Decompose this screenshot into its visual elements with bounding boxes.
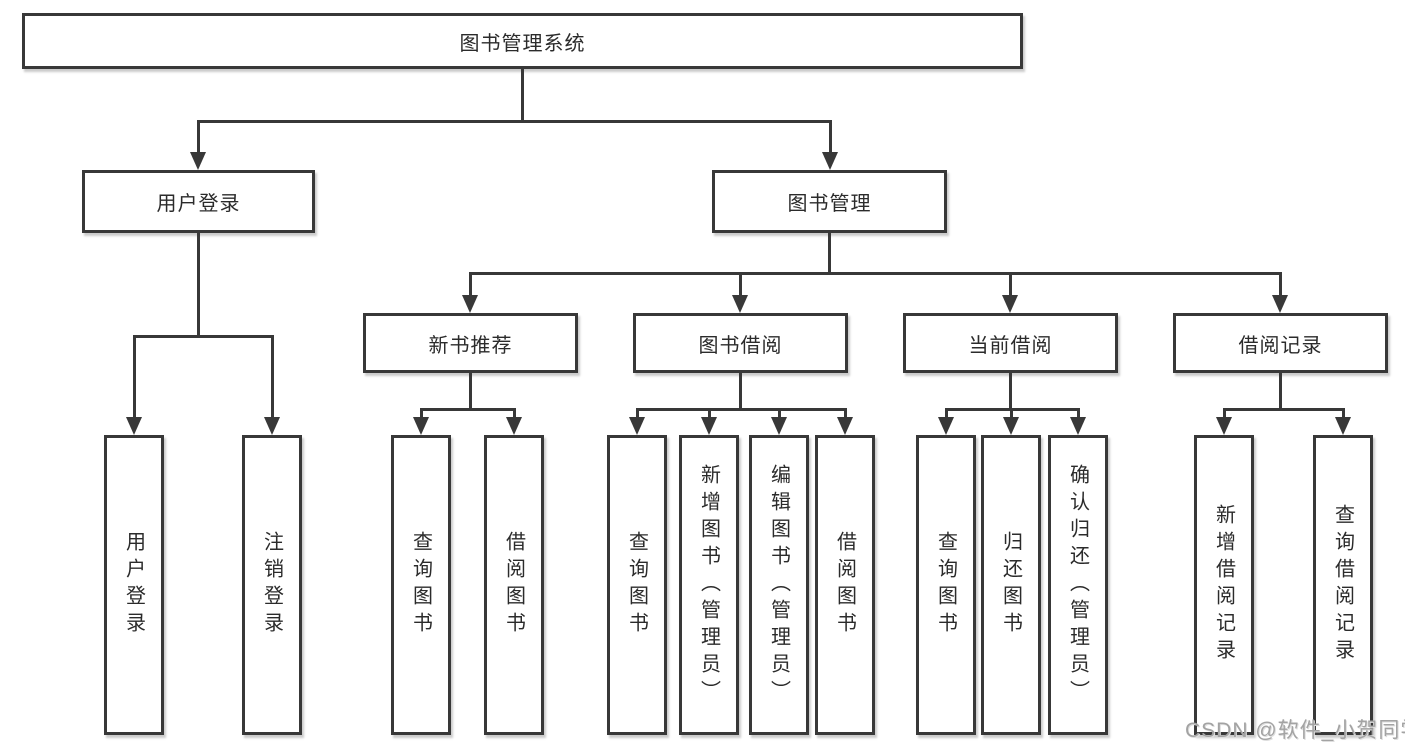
connector-line (1077, 408, 1080, 417)
connector-line (708, 408, 711, 417)
connector-line (636, 408, 639, 417)
connector-line (1279, 373, 1282, 408)
connector-line (739, 272, 742, 296)
arrowhead-down-icon (126, 417, 142, 435)
arrowhead-down-icon (732, 295, 748, 313)
connector-line (133, 335, 274, 338)
leaf-recommend-query-books: 查询图书 (391, 435, 451, 735)
connector-line (829, 120, 832, 153)
leaf-records-query-record: 查询借阅记录 (1313, 435, 1373, 735)
arrowhead-down-icon (190, 152, 206, 170)
node-new-book-recommend: 新书推荐 (363, 313, 578, 373)
arrowhead-down-icon (1002, 295, 1018, 313)
connector-line (469, 373, 472, 408)
connector-line (420, 408, 516, 411)
connector-line (1342, 408, 1345, 417)
connector-line (197, 120, 832, 123)
leaf-current-confirm-return-admin: 确认归还（管理员） (1048, 435, 1108, 735)
arrowhead-down-icon (1335, 417, 1351, 435)
arrowhead-down-icon (701, 417, 717, 435)
node-user-login: 用户登录 (82, 170, 315, 233)
csdn-watermark: CSDN @软件_小贺同学 (1185, 719, 1405, 742)
arrowhead-down-icon (1003, 417, 1019, 435)
connector-line (420, 408, 423, 417)
arrowhead-down-icon (264, 417, 280, 435)
connector-line (945, 408, 948, 417)
leaf-recommend-borrow-books: 借阅图书 (484, 435, 544, 735)
connector-line (778, 408, 781, 417)
leaf-borrow-borrow-books: 借阅图书 (815, 435, 875, 735)
node-book-management: 图书管理 (712, 170, 947, 233)
connector-line (469, 272, 472, 296)
arrowhead-down-icon (771, 417, 787, 435)
connector-line (739, 373, 742, 408)
leaf-borrow-add-books-admin: 新增图书（管理员） (679, 435, 739, 735)
arrowhead-down-icon (413, 417, 429, 435)
connector-line (197, 233, 200, 335)
connector-line (636, 408, 847, 411)
connector-line (1010, 408, 1013, 417)
node-root-system: 图书管理系统 (22, 13, 1023, 69)
leaf-user-login: 用户登录 (104, 435, 164, 735)
connector-line (197, 120, 200, 153)
connector-line (513, 408, 516, 417)
leaf-borrow-edit-books-admin: 编辑图书（管理员） (749, 435, 809, 735)
leaf-logout: 注销登录 (242, 435, 302, 735)
connector-line (469, 272, 1282, 275)
arrowhead-down-icon (938, 417, 954, 435)
node-borrow-records: 借阅记录 (1173, 313, 1388, 373)
connector-line (133, 335, 136, 417)
connector-line (521, 69, 524, 121)
leaf-borrow-query-books: 查询图书 (607, 435, 667, 735)
arrowhead-down-icon (822, 152, 838, 170)
arrowhead-down-icon (837, 417, 853, 435)
connector-line (844, 408, 847, 417)
connector-line (1279, 272, 1282, 296)
leaf-current-query-books: 查询图书 (916, 435, 976, 735)
connector-line (271, 335, 274, 417)
connector-line (1223, 408, 1226, 417)
connector-line (1009, 272, 1012, 296)
leaf-records-add-record: 新增借阅记录 (1194, 435, 1254, 735)
arrowhead-down-icon (462, 295, 478, 313)
leaf-current-return-books: 归还图书 (981, 435, 1041, 735)
arrowhead-down-icon (1272, 295, 1288, 313)
connector-line (828, 233, 831, 272)
connector-line (1009, 373, 1012, 408)
arrowhead-down-icon (629, 417, 645, 435)
arrowhead-down-icon (1216, 417, 1232, 435)
node-current-borrow: 当前借阅 (903, 313, 1118, 373)
arrowhead-down-icon (1070, 417, 1086, 435)
arrowhead-down-icon (506, 417, 522, 435)
connector-line (1223, 408, 1344, 411)
node-book-borrow: 图书借阅 (633, 313, 848, 373)
